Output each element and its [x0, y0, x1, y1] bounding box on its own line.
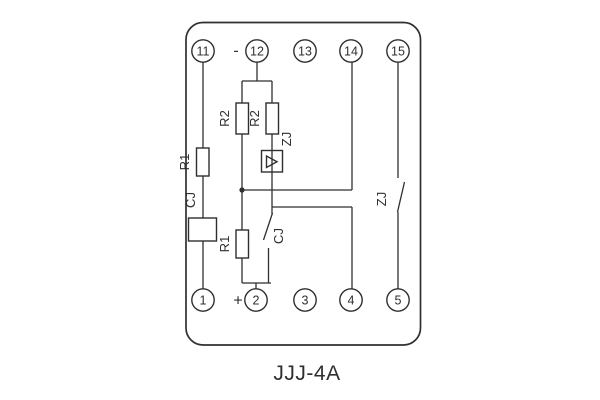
zj-contact-blade: [396, 181, 406, 213]
resistor-r1-upper: [195, 147, 210, 177]
terminal-3-number: 3: [302, 294, 309, 308]
terminal-15: 15: [386, 39, 410, 63]
resistor-r2-left: [235, 102, 250, 135]
terminal-11-number: 11: [197, 45, 210, 59]
label-zj-contact: ZJ: [374, 192, 389, 206]
label-cj-contact: CJ: [271, 228, 286, 244]
model-caption: JJJ-4A: [273, 362, 340, 385]
terminal-4-number: 4: [348, 294, 355, 308]
relay-case-outline: [185, 21, 422, 346]
terminal-5: 5: [386, 288, 410, 312]
label-r2-left: R2: [217, 110, 232, 127]
resistor-r1-lower: [235, 229, 250, 259]
terminal-2-circle: [244, 288, 268, 312]
zj-triangle-icon: [265, 154, 279, 169]
terminal-2: 2: [244, 288, 268, 312]
cj-coil-box: [187, 217, 218, 242]
label-r1-upper: R1: [177, 154, 192, 171]
terminal-11: 11: [191, 39, 215, 63]
terminal-15-circle: [386, 39, 410, 63]
terminal-row-bottom: 1 + 2 3 4 5: [191, 288, 410, 312]
terminal-13-circle: [293, 39, 317, 63]
terminal-11-circle: [191, 39, 215, 63]
terminal-1-circle: [191, 288, 215, 312]
terminal-13: 13: [293, 39, 317, 63]
terminal-14-number: 14: [344, 45, 358, 59]
terminal-14: 14: [339, 39, 363, 63]
zj-box-outline: [260, 149, 284, 173]
label-r1-lower: R1: [217, 236, 232, 253]
label-zj-element: ZJ: [279, 132, 294, 146]
terminal-12-number: 12: [250, 45, 264, 59]
terminal-12: 12: [245, 39, 269, 63]
terminal-3: 3: [293, 288, 317, 312]
terminal-2-number: 2: [253, 294, 260, 308]
terminal-3-circle: [293, 288, 317, 312]
zj-element-box: [260, 149, 284, 173]
terminal-row-top: 11 - 12 13 14 15: [191, 39, 410, 63]
terminal-1-number: 1: [200, 294, 207, 308]
terminal-13-number: 13: [298, 45, 312, 59]
terminal-4-circle: [339, 288, 363, 312]
terminal-5-number: 5: [395, 294, 402, 308]
wires: [202, 62, 406, 289]
terminal-14-circle: [339, 39, 363, 63]
resistor-r2-right: [265, 102, 280, 135]
junction-dot: [239, 187, 245, 193]
terminal-15-number: 15: [391, 45, 405, 59]
terminal-4: 4: [339, 288, 363, 312]
terminal-12-circle: [245, 39, 269, 63]
label-r2-right: R2: [247, 110, 262, 127]
terminal-5-circle: [386, 288, 410, 312]
minus-sign: -: [233, 43, 238, 60]
label-cj-coil: CJ: [183, 192, 198, 208]
cj-contact-blade: [262, 212, 274, 241]
terminal-1: 1: [191, 288, 215, 312]
plus-sign: +: [233, 293, 242, 310]
